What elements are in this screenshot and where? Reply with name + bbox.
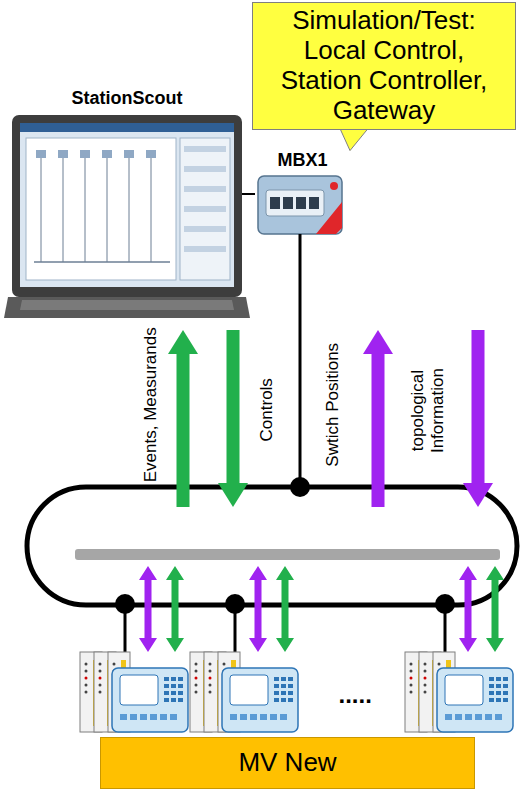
ring-backbone bbox=[75, 549, 500, 560]
flow-arrow bbox=[463, 330, 493, 507]
ellipsis-mark: ..... bbox=[339, 681, 372, 709]
flow-arrow bbox=[166, 566, 184, 652]
laptop-node: StationScout bbox=[12, 88, 242, 320]
flow-label: Controls bbox=[256, 378, 276, 441]
callout-pointer bbox=[340, 129, 368, 151]
section-band: MV New bbox=[100, 737, 475, 789]
mbx1-device bbox=[258, 176, 342, 234]
band-text: MV New bbox=[107, 748, 468, 778]
flow-arrow bbox=[139, 566, 157, 652]
flow-arrow bbox=[168, 330, 198, 507]
flow-arrow bbox=[218, 330, 248, 507]
flow-arrow bbox=[486, 566, 504, 652]
protection-relay-group bbox=[190, 652, 298, 732]
bus-drop-line bbox=[299, 234, 302, 487]
flow-label: topological Information bbox=[408, 354, 447, 466]
flow-arrow bbox=[459, 566, 477, 652]
protection-relay-group bbox=[80, 652, 188, 732]
link-line bbox=[242, 193, 255, 195]
callout-text: Simulation/Test: Local Control, Station … bbox=[261, 6, 507, 126]
protection-relay-group bbox=[405, 652, 513, 732]
flow-label: Events, Measurands bbox=[140, 327, 160, 482]
test-device-node: MBX1 bbox=[255, 150, 350, 238]
connection-dot bbox=[290, 477, 310, 497]
device-label: StationScout bbox=[12, 88, 242, 109]
callout-box: Simulation/Test: Local Control, Station … bbox=[252, 2, 516, 130]
flow-label: Swtich Positions bbox=[323, 343, 343, 467]
flow-arrow bbox=[363, 330, 393, 507]
laptop-illustration bbox=[4, 115, 250, 318]
network-ring bbox=[27, 487, 517, 605]
connection-dot bbox=[225, 594, 245, 614]
callout-pointer-outline bbox=[340, 129, 368, 151]
device-label: MBX1 bbox=[255, 150, 350, 171]
flow-arrow bbox=[249, 566, 267, 652]
connection-dot bbox=[115, 594, 135, 614]
flow-arrow bbox=[276, 566, 294, 652]
connection-dot bbox=[435, 594, 455, 614]
